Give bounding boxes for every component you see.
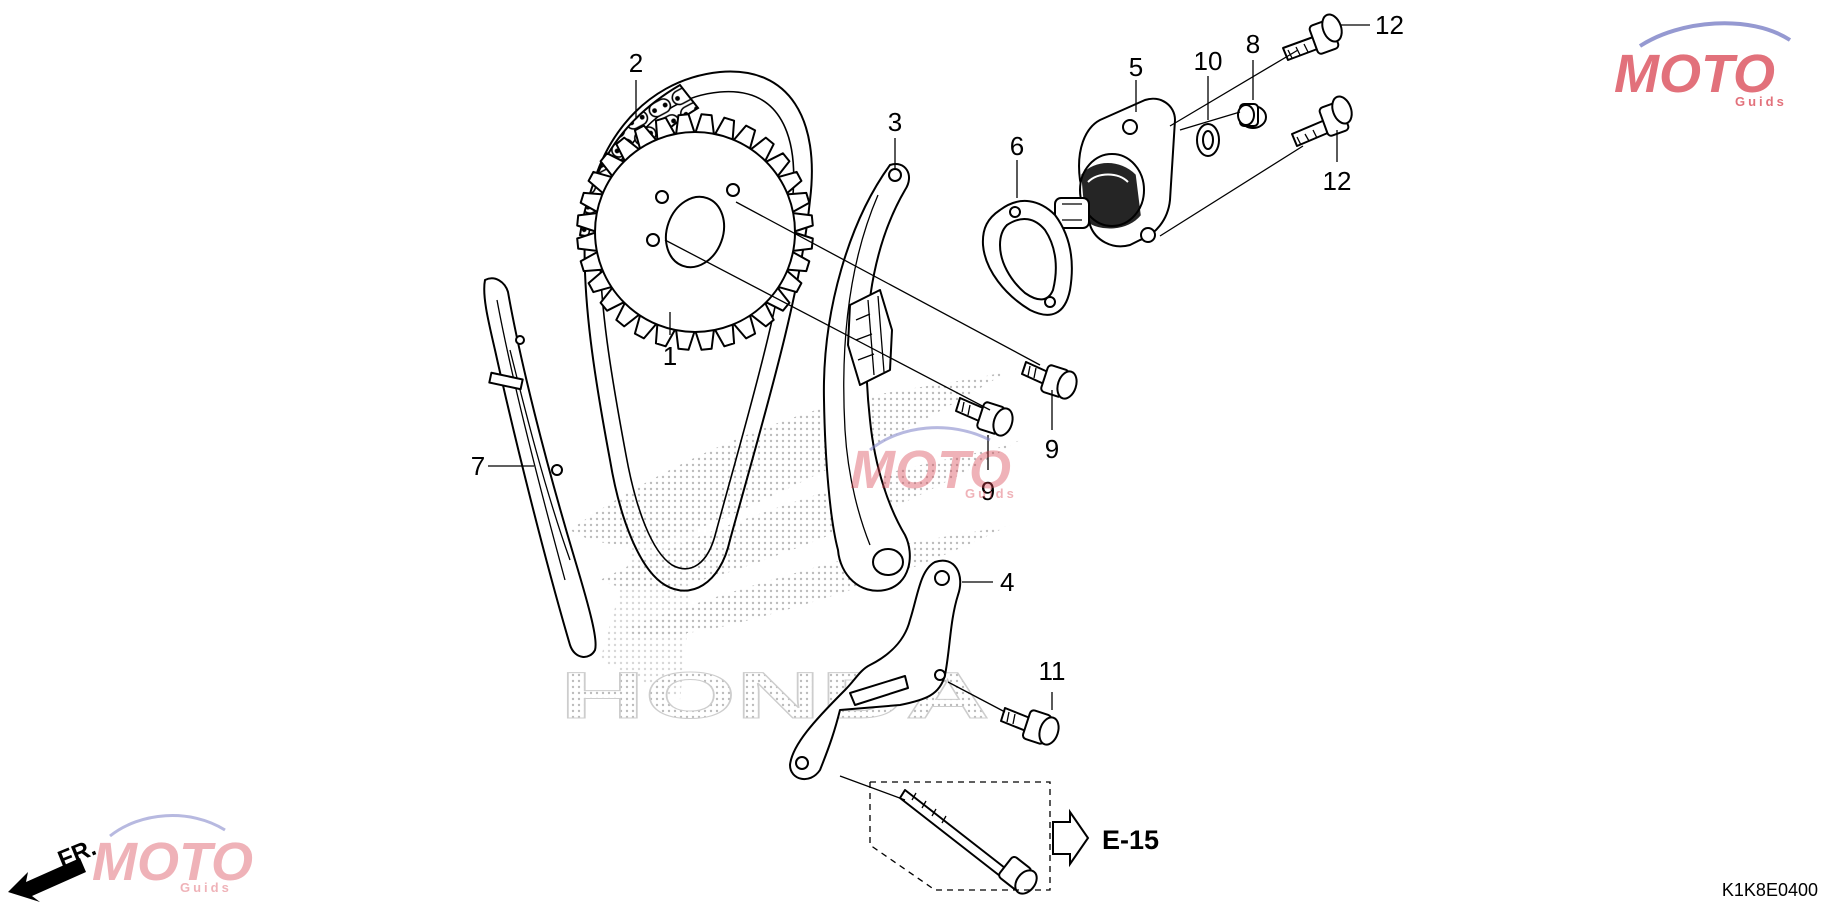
watermark-sub-center: Guids: [965, 486, 1017, 501]
callout-5: 5: [1129, 52, 1143, 82]
watermark-brand-top: MOTO: [1614, 44, 1775, 104]
callout-10: 10: [1194, 46, 1223, 76]
chain-guide-plate: [789, 559, 962, 780]
front-marker: FR.: [8, 834, 100, 902]
callout-4: 4: [1000, 567, 1014, 597]
callout-1: 1: [663, 341, 677, 371]
callout-3: 3: [888, 107, 902, 137]
cam-chain-guide: [822, 163, 911, 592]
reference-arrow-e15: E-15: [1052, 808, 1159, 868]
callout-9-left: 9: [981, 476, 995, 506]
watermark-sub-top: Guids: [1735, 94, 1787, 109]
tensioner-lifter: [1054, 97, 1176, 248]
reference-label: E-15: [1102, 825, 1159, 855]
guide-plate-bolt-11: [1000, 707, 1060, 746]
watermark-brand-bottom: MOTO: [92, 832, 253, 892]
diagram-code: K1K8E0400: [1722, 880, 1818, 900]
reference-dashed-box: [869, 781, 1051, 891]
callout-6: 6: [1010, 131, 1024, 161]
tensioner-slipper: [483, 277, 597, 658]
long-bolt-e15: [899, 789, 1038, 895]
callout-labels: 1 2 3 4 5 6 7 8 9 9 10 11 12 12: [471, 10, 1404, 686]
callout-2: 2: [629, 48, 643, 78]
flange-bolt-12-lower: [1291, 95, 1353, 147]
callout-7: 7: [471, 451, 485, 481]
tensioner-gasket: [981, 199, 1073, 316]
callout-12-lower: 12: [1323, 166, 1352, 196]
watermark-top-right: MOTO Guids: [1614, 21, 1792, 109]
callout-9-right: 9: [1045, 434, 1059, 464]
sprocket-bolt-9-left: [955, 397, 1014, 437]
watermark-brand-center: MOTO: [850, 440, 1011, 500]
flange-bolt-12-upper: [1282, 13, 1343, 61]
leader-lines: [488, 24, 1370, 801]
callout-8: 8: [1246, 29, 1260, 59]
watermark-center: MOTO Guids: [850, 426, 1017, 501]
callout-12-upper: 12: [1375, 10, 1404, 40]
watermark-sub-bottom: Guids: [180, 880, 232, 895]
honda-wing-dotted-logo: HONDA: [560, 370, 1020, 733]
sprocket-bolt-9-right: [1021, 361, 1078, 400]
sealing-bolt: [1237, 103, 1267, 129]
callout-11: 11: [1039, 656, 1066, 686]
watermark-bottom-left: MOTO Guids: [92, 814, 253, 895]
